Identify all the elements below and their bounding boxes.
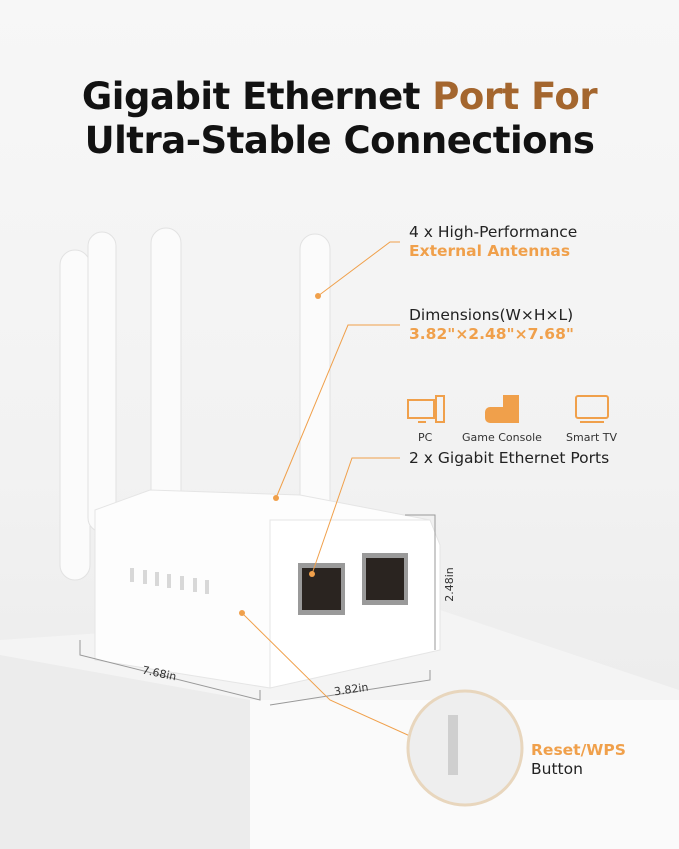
antenna-callout-line1: 4 x High-Performance: [409, 223, 578, 241]
reset-callout: Reset/WPS Button: [531, 741, 626, 779]
reset-button-closeup: [406, 689, 524, 807]
headline-line-2: Ultra-Stable Connections: [84, 119, 595, 162]
vent-slots: [130, 568, 209, 594]
dimensions-callout-line2: 3.82"×2.48"×7.68": [409, 325, 574, 343]
reset-button: [448, 715, 458, 775]
dimensions-callout-line1: Dimensions(W×H×L): [409, 306, 574, 324]
pedestal-left-face: [0, 655, 250, 849]
dimensions-callout: Dimensions(W×H×L) 3.82"×2.48"×7.68": [409, 306, 574, 344]
pc-label: PC: [418, 431, 433, 444]
game-console-icon: [485, 395, 519, 423]
smart-tv-icon: [575, 395, 609, 423]
ethernet-ports: [298, 553, 408, 615]
reset-callout-line2: Button: [531, 760, 583, 778]
height-measurement: 2.48in: [442, 567, 456, 602]
ports-callout: 2 x Gigabit Ethernet Ports: [409, 449, 610, 467]
headline-accent-text: Port For: [432, 75, 598, 118]
game-console-label: Game Console: [462, 431, 542, 444]
reset-callout-line1: Reset/WPS: [531, 741, 626, 759]
pc-icon: [407, 395, 445, 423]
smart-tv-label: Smart TV: [566, 431, 618, 444]
headline-text: Gigabit Ethernet: [81, 75, 433, 118]
antenna-callout: 4 x High-Performance External Antennas: [409, 223, 577, 261]
callout-dots: [239, 293, 321, 616]
callout-lines: [241, 241, 431, 746]
antenna-callout-line2: External Antennas: [409, 242, 571, 260]
dimension-lines: [79, 514, 436, 706]
headline-line-1: Gigabit Ethernet Port For: [0, 74, 679, 120]
